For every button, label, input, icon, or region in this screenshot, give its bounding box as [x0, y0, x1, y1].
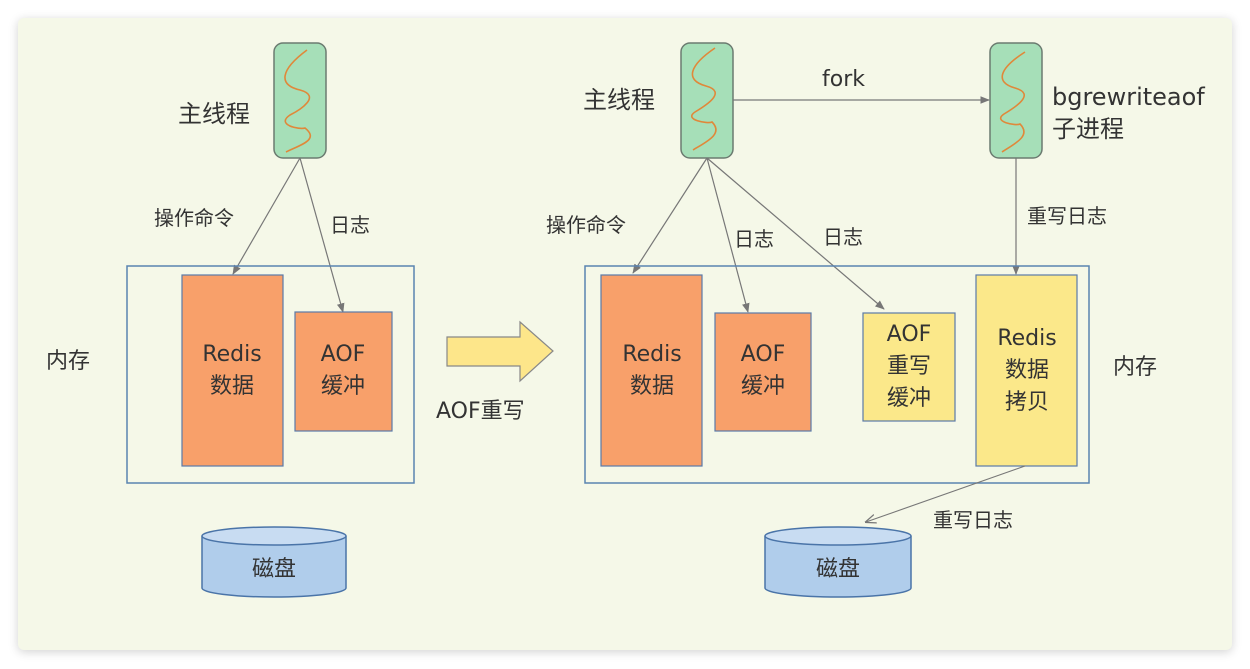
left-op-command-label: 操作命令	[154, 206, 234, 230]
redis-data-copy-label-2: 数据	[1005, 358, 1049, 383]
left-log-label: 日志	[330, 213, 370, 237]
child-process-label-1: bgrewriteaof	[1052, 83, 1205, 111]
right-aof-buffer-box	[714, 312, 812, 432]
fork-label: fork	[822, 67, 865, 92]
right-main-thread	[680, 42, 734, 159]
left-memory-label: 内存	[46, 349, 90, 374]
right-memory-label: 内存	[1113, 355, 1157, 380]
right-redis-data-label-1: Redis	[622, 342, 681, 367]
left-aof-buffer-label-1: AOF	[321, 342, 366, 367]
disk-rewrite-log-arrow	[866, 465, 1026, 522]
left-redis-data-label-1: Redis	[202, 342, 261, 367]
right-aof-buffer-label-2: 缓冲	[741, 374, 785, 399]
bgrewriteaof-child-process	[989, 42, 1043, 159]
thread-squiggle-icon	[691, 47, 717, 151]
left-disk-label: 磁盘	[252, 557, 296, 582]
left-redis-data-label-2: 数据	[210, 374, 254, 399]
left-aof-buffer-box	[294, 311, 393, 432]
aof-rewrite-buffer-label-3: 缓冲	[887, 386, 931, 411]
rewrite-log-label: 重写日志	[1027, 204, 1107, 228]
left-op-command-arrow	[232, 157, 301, 275]
left-disk-icon	[201, 526, 347, 598]
left-main-thread	[273, 42, 327, 159]
thread-box	[273, 42, 327, 159]
child-process-label-2: 子进程	[1052, 115, 1124, 143]
aof-rewrite-buffer-label-1: AOF	[887, 322, 932, 347]
right-main-thread-label: 主线程	[583, 86, 655, 114]
left-aof-buffer-label-2: 缓冲	[321, 374, 365, 399]
left-memory-container	[126, 265, 415, 484]
right-disk-icon	[764, 526, 912, 598]
right-log-label-1: 日志	[734, 227, 774, 251]
right-op-command-label: 操作命令	[546, 213, 626, 237]
thread-box	[989, 42, 1043, 159]
redis-data-copy-label-1: Redis	[997, 326, 1056, 351]
right-log-label-2: 日志	[823, 225, 863, 249]
right-aof-buffer-label-1: AOF	[741, 342, 786, 367]
aof-rewrite-buffer-label-2: 重写	[887, 354, 931, 379]
aof-rewrite-big-arrow-icon	[446, 320, 554, 383]
aof-rewrite-label: AOF重写	[436, 399, 525, 424]
right-memory-container	[584, 265, 1090, 484]
redis-data-copy-box	[975, 274, 1078, 467]
right-log-arrow-rewrite-buffer	[706, 157, 885, 310]
left-main-thread-label: 主线程	[178, 100, 250, 128]
right-log-arrow-aof-buffer	[706, 157, 750, 313]
right-redis-data-box	[600, 274, 703, 467]
aof-rewrite-buffer-box	[862, 312, 956, 422]
right-disk-label: 磁盘	[816, 557, 860, 582]
disk-rewrite-log-label: 重写日志	[933, 508, 1013, 532]
thread-squiggle-icon	[1000, 51, 1026, 153]
redis-data-copy-label-3: 拷贝	[1005, 390, 1049, 415]
right-op-command-arrow	[632, 157, 708, 274]
left-redis-data-box	[181, 274, 284, 467]
left-log-arrow	[299, 157, 345, 313]
thread-squiggle-icon	[284, 49, 312, 153]
right-redis-data-label-2: 数据	[630, 374, 674, 399]
